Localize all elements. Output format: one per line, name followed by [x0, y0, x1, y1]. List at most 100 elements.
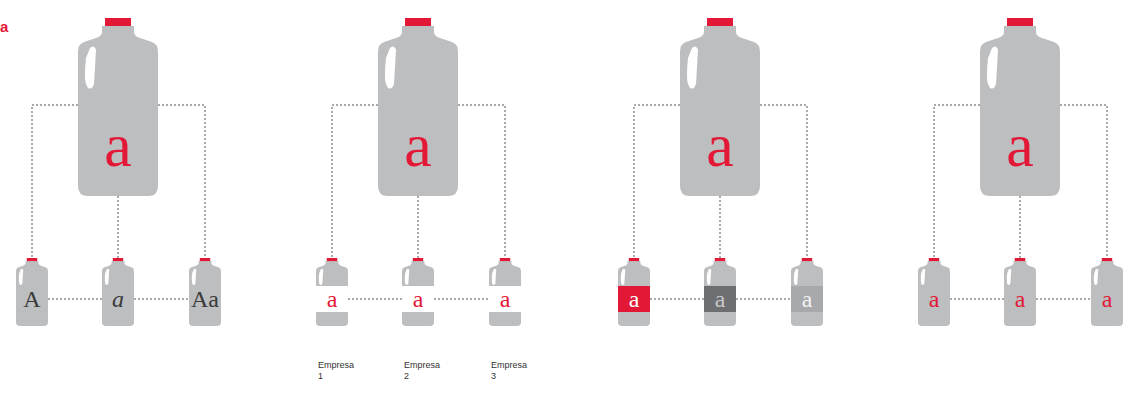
jug-cap	[802, 258, 812, 261]
parent-jug: a	[980, 18, 1060, 196]
dashed-connector	[48, 299, 102, 300]
jug-cap	[200, 258, 210, 261]
jug-handle	[1094, 269, 1098, 285]
jug-cap	[500, 258, 510, 261]
jug-letter: a	[618, 286, 650, 312]
dashed-connector	[418, 196, 419, 258]
jug-letter: a	[918, 286, 950, 312]
dashed-connector	[634, 105, 680, 258]
child-jug: a	[704, 258, 736, 326]
jug-letter: A	[16, 286, 48, 312]
dashed-connector	[32, 105, 78, 258]
jug-letter: a	[316, 286, 348, 312]
jug-cap	[327, 258, 337, 261]
corner-label: a	[0, 19, 8, 34]
child-jug: aEmpresa 2	[402, 258, 434, 326]
jug-body	[102, 261, 134, 326]
jug-cap	[405, 18, 431, 26]
jug-handle	[319, 269, 323, 285]
child-jug: a	[102, 258, 134, 326]
jug-body	[791, 261, 823, 326]
jug-handle	[794, 269, 798, 285]
jug-cap	[629, 258, 639, 261]
parent-jug: a	[78, 18, 158, 196]
jug-letter: a	[1004, 286, 1036, 312]
jug-letter: a	[704, 286, 736, 312]
dashed-connector	[1036, 299, 1091, 300]
jug-letter: a	[1091, 286, 1123, 312]
dashed-connector	[934, 105, 980, 258]
jug-letter: Aa	[189, 286, 221, 312]
jug-handle	[987, 46, 998, 88]
jug-letter: a	[791, 286, 823, 312]
dashed-connector	[118, 196, 119, 258]
jug-cap	[1007, 18, 1033, 26]
jug-handle	[1007, 269, 1011, 285]
jug-body	[189, 261, 221, 326]
jug-cap	[715, 258, 725, 261]
jug-handle	[85, 46, 96, 88]
dashed-connector	[158, 105, 205, 258]
jug-body	[1091, 261, 1123, 326]
jug-letter: a	[102, 286, 134, 312]
dashed-connector	[458, 105, 505, 258]
dashed-connector	[760, 105, 807, 258]
jug-letter: a	[980, 114, 1060, 176]
jug-letter: a	[378, 114, 458, 176]
jug-handle	[192, 269, 196, 285]
jug-handle	[687, 46, 698, 88]
jug-handle	[621, 269, 625, 285]
jug-body	[704, 261, 736, 326]
jug-cap	[27, 258, 37, 261]
dashed-connector	[1020, 196, 1021, 258]
company-label: Empresa 2	[404, 360, 444, 382]
child-jug: aEmpresa 1	[316, 258, 348, 326]
dashed-connector	[1060, 105, 1107, 258]
jug-body	[489, 261, 521, 326]
jug-cap	[413, 258, 423, 261]
child-jug: A	[16, 258, 48, 326]
parent-jug: a	[680, 18, 760, 196]
jug-cap	[1102, 258, 1112, 261]
jug-cap	[929, 258, 939, 261]
child-jug: a	[618, 258, 650, 326]
jug-letter: a	[78, 114, 158, 176]
jug-cap	[105, 18, 131, 26]
jug-handle	[405, 269, 409, 285]
jug-body	[680, 26, 760, 196]
jug-cap	[1015, 258, 1025, 261]
dashed-connector	[720, 196, 721, 258]
child-jug: Aa	[189, 258, 221, 326]
parent-jug: a	[378, 18, 458, 196]
jug-body	[378, 26, 458, 196]
dashed-connector	[650, 299, 704, 300]
jug-body	[1004, 261, 1036, 326]
jug-body	[16, 261, 48, 326]
dashed-connector	[950, 299, 1004, 300]
jug-body	[980, 26, 1060, 196]
jug-letter: a	[402, 286, 434, 312]
jug-cap	[113, 258, 123, 261]
child-jug: a	[791, 258, 823, 326]
child-jug: aEmpresa 3	[489, 258, 521, 326]
jug-body	[618, 261, 650, 326]
jug-body	[402, 261, 434, 326]
child-jug: a	[1091, 258, 1123, 326]
jug-letter: a	[680, 114, 760, 176]
jug-handle	[19, 269, 23, 285]
dashed-connector	[134, 299, 189, 300]
dashed-connector	[434, 299, 489, 300]
dashed-connector	[348, 299, 402, 300]
jug-body	[78, 26, 158, 196]
jug-handle	[385, 46, 396, 88]
dashed-connector	[332, 105, 378, 258]
child-jug: a	[918, 258, 950, 326]
jug-handle	[921, 269, 925, 285]
jug-letter: a	[489, 286, 521, 312]
company-label: Empresa 1	[318, 360, 358, 382]
jug-cap	[707, 18, 733, 26]
dashed-connector	[736, 299, 791, 300]
jug-body	[918, 261, 950, 326]
